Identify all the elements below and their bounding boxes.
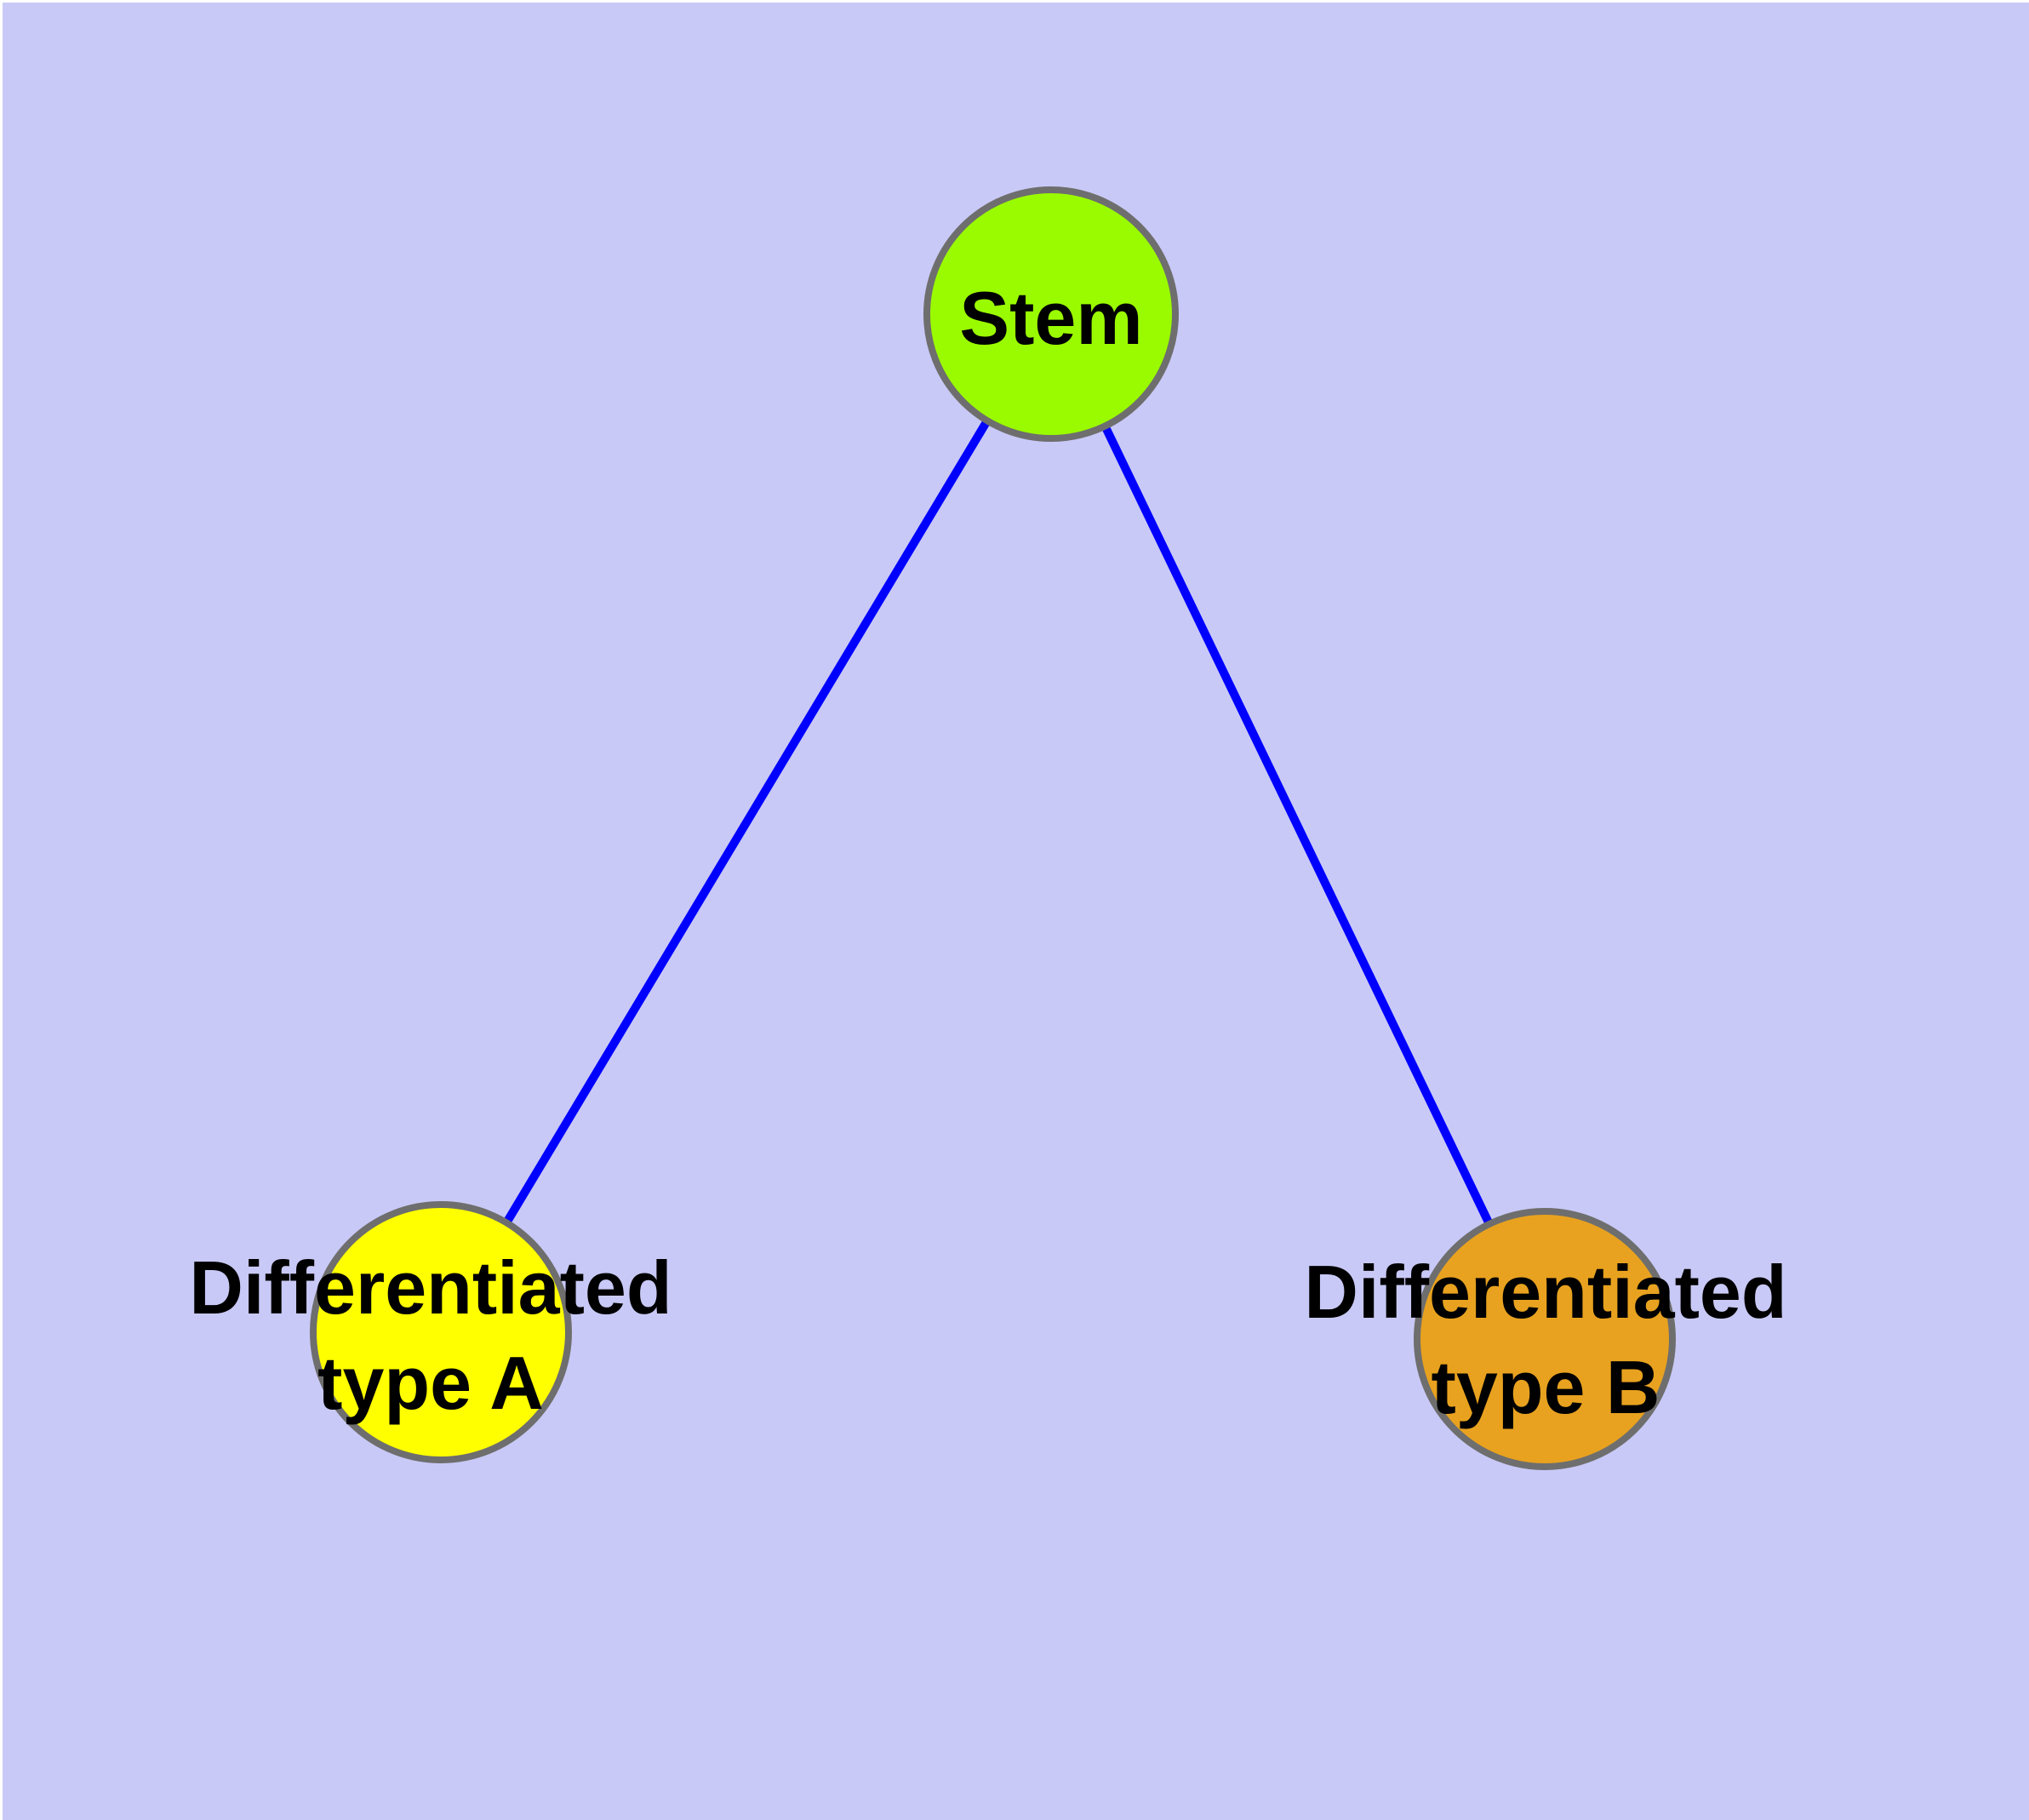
node-layer [310, 186, 1676, 1470]
node-stem-label: Stem [959, 276, 1142, 360]
node-differentiated-type-b-label-line-2: type B [1432, 1345, 1660, 1429]
node-differentiated-type-a-circle [310, 1201, 572, 1463]
frame-edge-left [0, 0, 3, 1820]
node-differentiated-type-a-label-line-2: type A [317, 1341, 544, 1425]
edge-stem-to-type-a [437, 312, 1055, 1335]
edge-layer [437, 312, 1549, 1342]
node-differentiated-type-a-label-line-1: Differentiated [189, 1245, 672, 1330]
edge-stem-to-type-b [1047, 312, 1549, 1342]
node-differentiated-type-b-circle [1414, 1208, 1676, 1470]
node-stem-circle [923, 186, 1179, 442]
label-layer: Stem Differentiated type A Differentiate… [189, 276, 1786, 1429]
frame-edge-top [0, 0, 2029, 3]
node-differentiated-type-b-label-line-1: Differentiated [1304, 1250, 1786, 1334]
